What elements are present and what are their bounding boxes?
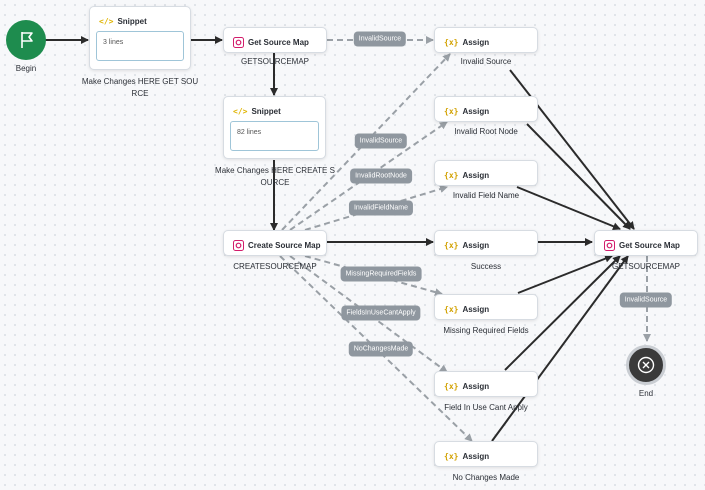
snippet-node-get-source[interactable]: </>Snippet 3 lines [89, 6, 191, 70]
get-source-map-2-caption: GETSOURCEMAP [611, 262, 680, 271]
source-map-icon [604, 239, 615, 251]
flag-icon [21, 32, 33, 48]
assign-title: Assign [462, 381, 490, 391]
edge-invalidsource-getsourcemap2 [509, 69, 635, 230]
variable-icon: {x} [444, 37, 459, 47]
edge-label-no-changes[interactable]: NoChangesMade [348, 341, 414, 357]
assign-node-missing-fields[interactable]: {x}Assign [434, 294, 538, 320]
assign-caption-invalid-root: Invalid Root Node [454, 127, 518, 136]
variable-icon: {x} [444, 304, 459, 314]
edge-label-invalid-source-end[interactable]: InvalidSource [619, 292, 673, 308]
create-source-map-node[interactable]: Create Source Map [223, 230, 327, 256]
begin-label: Begin [15, 64, 37, 73]
assign-node-success[interactable]: {x}Assign [434, 230, 538, 256]
assign-node-no-changes[interactable]: {x}Assign [434, 441, 538, 467]
edge-label-invalid-field-name[interactable]: InvalidFieldName [348, 200, 414, 216]
snippet-title: Snippet [117, 16, 147, 26]
variable-icon: {x} [444, 451, 459, 461]
assign-node-invalid-root[interactable]: {x}Assign [434, 96, 538, 122]
snippet-caption-line2: RCE [131, 89, 149, 98]
snippet-line-count: 3 lines [96, 31, 184, 61]
assign-caption-invalid-field: Invalid Field Name [452, 191, 520, 200]
assign-title: Assign [462, 106, 490, 116]
variable-icon: {x} [444, 170, 459, 180]
snippet-line-count: 82 lines [230, 121, 319, 151]
get-source-map-node[interactable]: Get Source Map [223, 27, 327, 53]
code-icon: </> [99, 16, 114, 26]
edge-label-fields-in-use[interactable]: FieldsInUseCantApply [341, 305, 421, 321]
snippet2-caption-line2: OURCE [260, 178, 290, 187]
edge-nochanges-getsourcemap2 [491, 255, 629, 442]
assign-title: Assign [462, 170, 490, 180]
begin-node[interactable] [6, 20, 46, 60]
assign-caption-invalid-source: Invalid Source [460, 57, 512, 66]
snippet-title: Snippet [251, 106, 281, 116]
assign-node-invalid-field[interactable]: {x}Assign [434, 160, 538, 186]
assign-caption-missing: Missing Required Fields [443, 326, 529, 335]
source-map-icon [233, 239, 244, 251]
get-source-map-node-2[interactable]: Get Source Map [594, 230, 698, 256]
variable-icon: {x} [444, 240, 459, 250]
edge-missing-getsourcemap2 [517, 254, 613, 294]
create-source-map-caption: CREATESOURCEMAP [233, 262, 317, 271]
snippet2-caption-line1: Make Changes HERE CREATE S [215, 166, 335, 175]
assign-title: Assign [462, 37, 490, 47]
assign-title: Assign [462, 240, 490, 250]
edge-invalidroot-getsourcemap2 [526, 123, 631, 230]
fault-edge-create-cantapply [289, 255, 448, 373]
close-icon [637, 356, 655, 374]
snippet-caption-line1: Make Changes HERE GET SOU [81, 77, 199, 86]
assign-caption-cant-apply: Field In Use Cant Apply [444, 403, 528, 412]
get-source-map-caption: GETSOURCEMAP [240, 57, 309, 66]
get-source-map-title: Get Source Map [248, 37, 309, 47]
assign-title: Assign [462, 304, 490, 314]
assign-caption-no-changes: No Changes Made [452, 473, 520, 482]
edge-invalidfield-getsourcemap2 [516, 186, 621, 231]
edge-label-missing-required[interactable]: MissingRequiredFields [340, 266, 422, 282]
code-icon: </> [233, 106, 248, 116]
assign-node-cant-apply[interactable]: {x}Assign [434, 371, 538, 397]
edge-label-invalid-root-node[interactable]: InvalidRootNode [350, 168, 412, 184]
source-map-icon [233, 36, 244, 48]
snippet-node-create-source[interactable]: </>Snippet 82 lines [223, 96, 326, 159]
assign-node-invalid-source[interactable]: {x}Assign [434, 27, 538, 53]
edge-cantapply-getsourcemap2 [504, 255, 621, 371]
end-node[interactable] [626, 345, 666, 385]
variable-icon: {x} [444, 106, 459, 116]
get-source-map-2-title: Get Source Map [619, 240, 680, 250]
edge-label-invalid-source-top[interactable]: InvalidSource [353, 31, 407, 47]
end-label: End [638, 389, 654, 398]
edge-label-invalid-source[interactable]: InvalidSource [354, 133, 408, 149]
create-source-map-title: Create Source Map [248, 240, 321, 250]
variable-icon: {x} [444, 381, 459, 391]
assign-title: Assign [462, 451, 490, 461]
assign-caption-success: Success [470, 262, 502, 271]
